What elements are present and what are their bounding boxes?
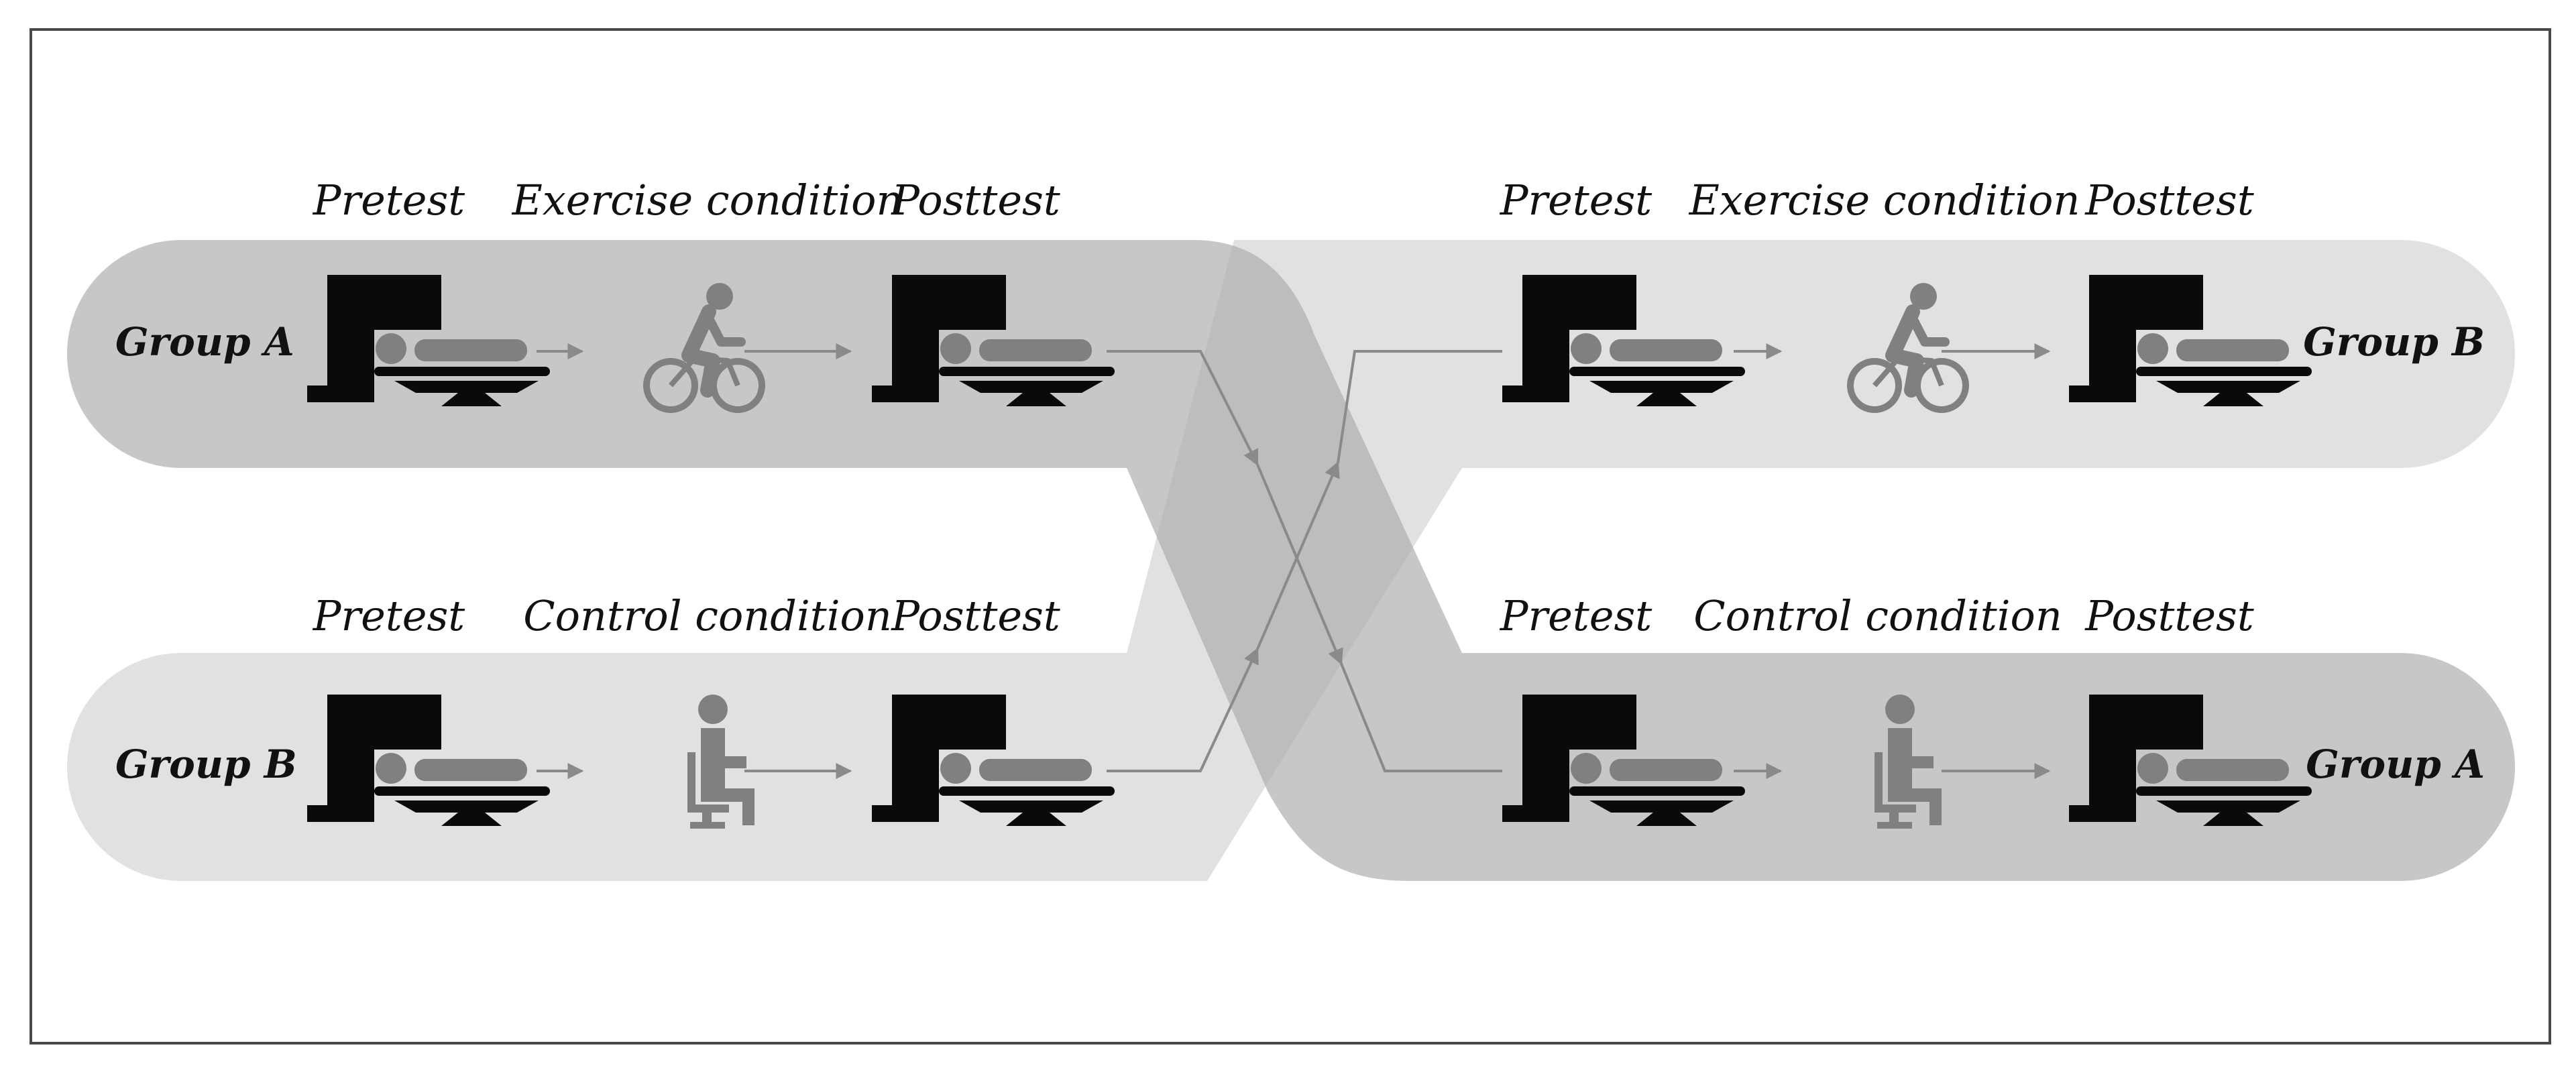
stage-label-pretest: Pretest xyxy=(1500,591,1652,640)
flow-lines xyxy=(537,343,2051,779)
group-label: Group B xyxy=(2303,319,2485,365)
stage-label-pretest: Pretest xyxy=(1500,176,1652,225)
stage-label-posttest: Posttest xyxy=(891,591,1060,640)
stage-label-condition: Control condition xyxy=(523,591,892,640)
stage-label-posttest: Posttest xyxy=(2084,591,2254,640)
stage-label-pretest: Pretest xyxy=(313,591,465,640)
stage-label-condition: Exercise condition xyxy=(1689,176,2080,225)
stage-label-condition: Exercise condition xyxy=(512,176,903,225)
stage-label-pretest: Pretest xyxy=(313,176,465,225)
group-label: Group A xyxy=(2306,741,2485,787)
stage-label-posttest: Posttest xyxy=(891,176,1060,225)
stage-label-posttest: Posttest xyxy=(2084,176,2254,225)
group-label: Group B xyxy=(115,741,297,787)
stage-label-condition: Control condition xyxy=(1693,591,2062,640)
group-label: Group A xyxy=(115,319,294,365)
